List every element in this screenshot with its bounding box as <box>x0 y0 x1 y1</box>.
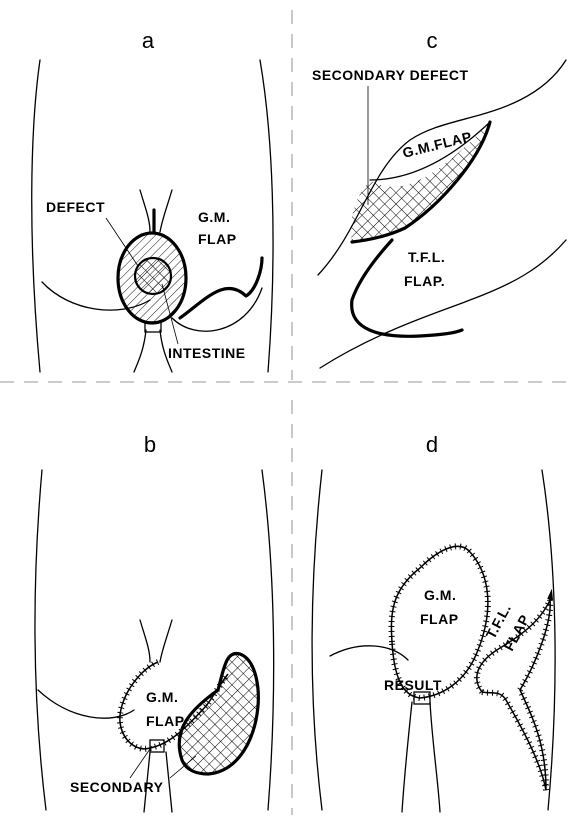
panel-b-body-left-contour <box>35 470 46 810</box>
panel-a-gm-label-1: G.M. <box>198 209 230 225</box>
panel-b-secondary-label: SECONDARY <box>70 779 164 795</box>
panel-a-gm-flap-incision <box>180 258 262 318</box>
panel-a-defect-label: DEFECT <box>46 199 105 215</box>
panel-b-body-right-contour <box>262 470 274 810</box>
panel-a-leg-left <box>134 330 146 372</box>
panel-c-tfl-label-2: FLAP. <box>404 273 445 289</box>
panel-d-leg-left <box>402 702 412 812</box>
panel-d-result-label: RESULT <box>384 677 442 693</box>
panel-d-gm-label-1: G.M. <box>424 587 456 603</box>
panel-a-gm-label-2: FLAP <box>198 231 237 247</box>
panel-a-body-left-contour <box>32 60 40 372</box>
panel-a-intestine-label: INTESTINE <box>168 345 246 361</box>
panel-b-gm-label-2: FLAP <box>146 713 185 729</box>
panel-c-letter: c <box>427 28 438 53</box>
panel-a-intestine <box>135 258 171 294</box>
panel-d-gm-label-2: FLAP <box>420 611 459 627</box>
panel-b-gm-label-1: G.M. <box>146 689 178 705</box>
panel-d-letter: d <box>426 432 438 457</box>
panel-a: a DEFECT G.M. FLAP INTESTINE <box>32 28 273 372</box>
panel-c-secondary-defect-label: SECONDARY DEFECT <box>312 67 469 83</box>
panel-a-cleft-right <box>160 190 172 232</box>
panel-a-letter: a <box>142 28 155 53</box>
panel-d-body-left-contour <box>312 470 322 810</box>
panel-d-left-buttock-curve <box>330 646 408 660</box>
panel-b-cleft-right <box>160 620 172 662</box>
panel-b: b G.M. FLAP SECONDARY <box>35 432 274 812</box>
panel-b-letter: b <box>144 432 156 457</box>
panel-d: d G.M. FLAP T.F.L. FLAP RESULT <box>312 432 555 812</box>
panel-d-leg-right <box>430 702 440 812</box>
panel-c: c SECONDARY DEFECT G.M.FLAP T.F.L. FLAP. <box>312 28 566 368</box>
panel-b-secondary-defect-area <box>179 653 258 774</box>
panel-a-body-right-contour <box>260 60 273 372</box>
panel-c-tfl-label-1: T.F.L. <box>408 249 445 265</box>
panel-b-leg-right <box>166 752 172 812</box>
panel-b-cleft-left <box>140 620 150 662</box>
panel-a-cleft-left <box>140 190 150 232</box>
